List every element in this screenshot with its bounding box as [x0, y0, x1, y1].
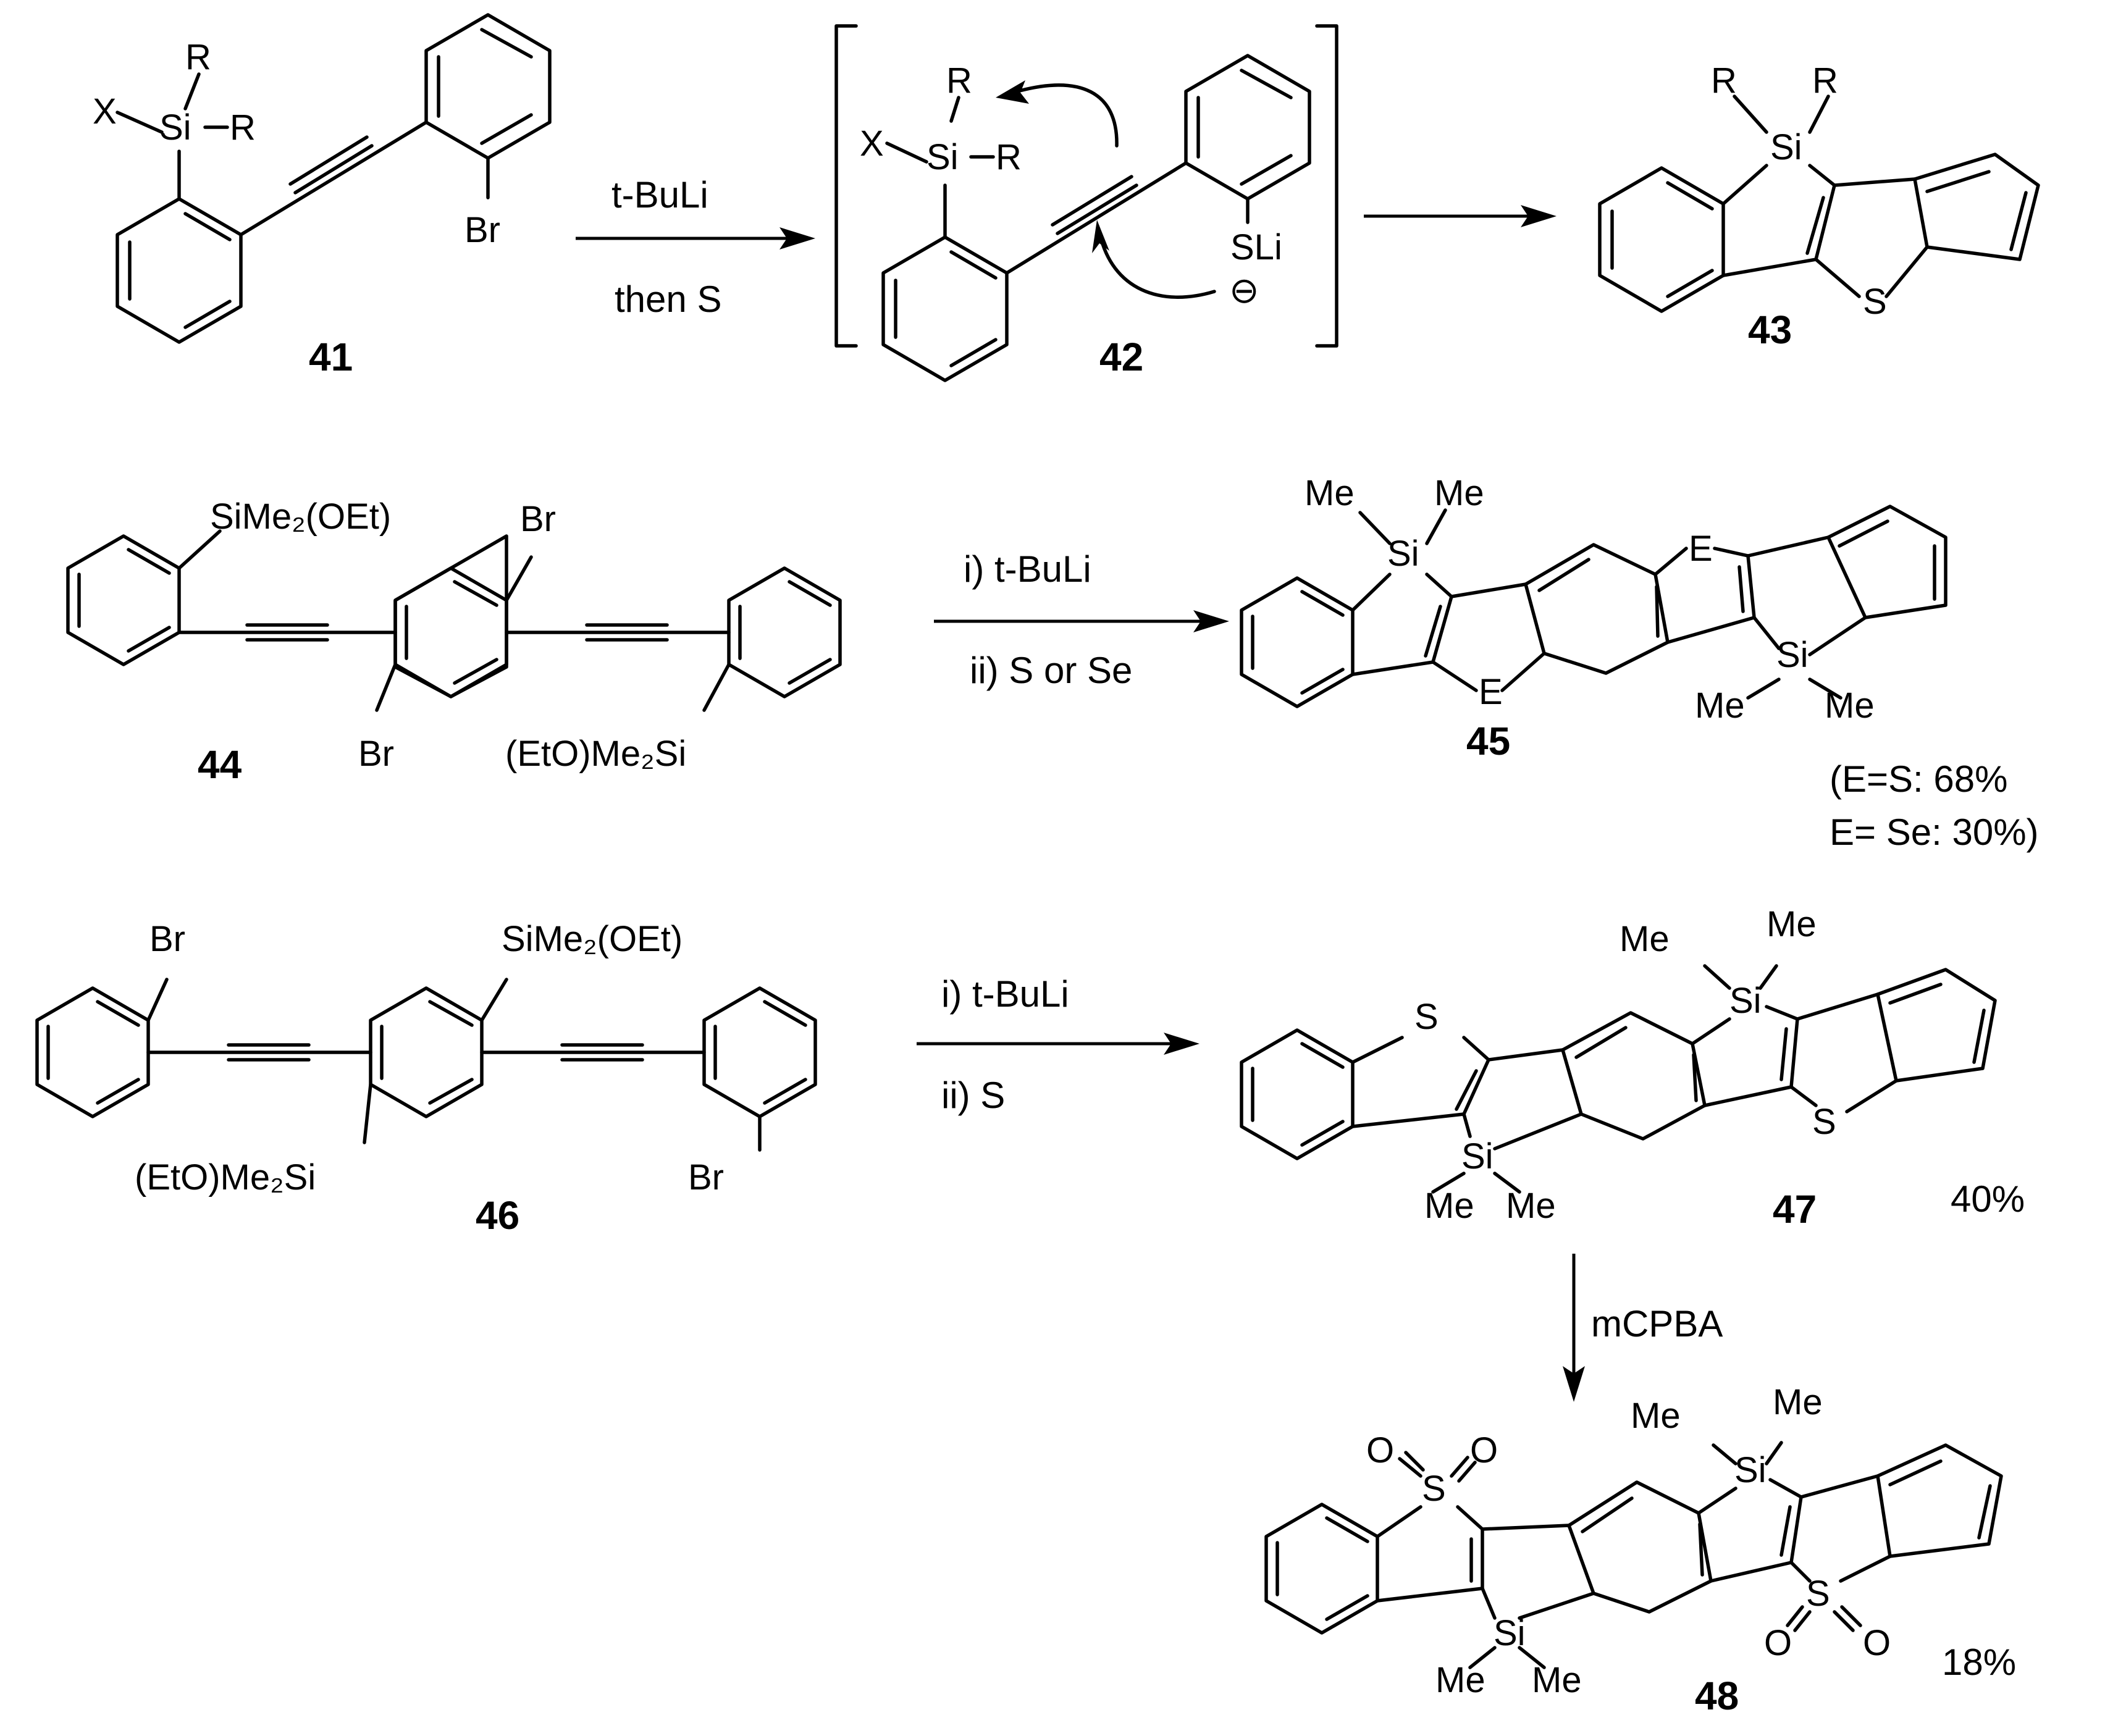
atom-r: R: [1711, 61, 1737, 101]
reagent-label: ii) S: [941, 1075, 1005, 1116]
compound-label: 42: [1099, 335, 1143, 379]
atom-me: Me: [1631, 1396, 1681, 1436]
reagent-label: i) t-BuLi: [964, 548, 1091, 590]
atom-me: Me: [1434, 473, 1484, 513]
compound-43: Si R R S 43: [1598, 61, 2040, 352]
atom-si: Si: [1729, 981, 1762, 1021]
compound-46: Br SiMe₂(OEt) (EtO)Me₂Si Br 46: [35, 919, 817, 1238]
compound-label: 44: [198, 742, 242, 787]
compound-45: Si Me Me E E Si Me Me 45 (E=S: 68% E= Se…: [1240, 473, 2039, 853]
atom-br: Br: [520, 499, 556, 539]
reagent-label: mCPBA: [1591, 1303, 1723, 1344]
atom-si: Si: [926, 137, 959, 177]
atom-sli: SLi: [1230, 227, 1282, 267]
atom-si: Si: [1734, 1450, 1767, 1490]
atom-br: Br: [688, 1157, 724, 1197]
atom-r: R: [230, 107, 256, 148]
reaction-arrow-5: mCPBA: [1563, 1254, 1723, 1402]
yield-label: (E=S: 68%: [1830, 758, 2008, 800]
reaction-arrow-3: i) t-BuLi ii) S or Se: [934, 548, 1229, 691]
etome2si-group: (EtO)Me₂Si: [505, 734, 686, 774]
atom-me: Me: [1767, 904, 1817, 944]
reaction-arrow-1: t-BuLi then S: [576, 174, 815, 320]
compound-48: S O O Si Me Me Si Me Me S O O 48 18%: [1264, 1382, 2016, 1718]
atom-me: Me: [1825, 686, 1875, 726]
atom-o: O: [1863, 1623, 1891, 1663]
atom-br: Br: [149, 919, 185, 959]
sime2oet-group: SiMe₂(OEt): [210, 497, 391, 537]
compound-label: 45: [1466, 719, 1510, 763]
compound-label: 46: [476, 1193, 519, 1238]
atom-o: O: [1366, 1430, 1394, 1470]
atom-o: O: [1764, 1623, 1792, 1663]
atom-br: Br: [358, 734, 394, 774]
atom-si: Si: [1494, 1613, 1526, 1653]
sime2oet-group: SiMe₂(OEt): [502, 919, 683, 959]
atom-s: S: [1414, 997, 1439, 1037]
atom-e: E: [1479, 672, 1503, 712]
atom-o: O: [1470, 1430, 1498, 1470]
yield-label: 40%: [1951, 1178, 2025, 1220]
atom-r: R: [185, 37, 211, 77]
intermediate-42: Si X R R SLi ⊖ 42: [834, 24, 1338, 382]
atom-si: Si: [1461, 1136, 1494, 1176]
atom-me: Me: [1305, 473, 1355, 513]
compound-44: SiMe₂(OEt) Br Br (EtO)Me₂Si 44: [66, 497, 842, 787]
compound-label: 43: [1748, 308, 1792, 352]
reaction-arrow-2: [1364, 205, 1557, 227]
atom-s: S: [1422, 1469, 1446, 1509]
atom-me: Me: [1506, 1186, 1556, 1226]
atom-me: Me: [1620, 919, 1670, 959]
atom-r: R: [946, 61, 972, 101]
negative-charge-icon: ⊖: [1229, 270, 1259, 311]
atom-e: E: [1689, 529, 1713, 569]
atom-x: X: [93, 91, 117, 132]
reagent-label: i) t-BuLi: [941, 973, 1069, 1015]
atom-si: Si: [1387, 534, 1419, 574]
atom-s: S: [1863, 282, 1887, 322]
atom-s: S: [1806, 1574, 1830, 1614]
yield-label: E= Se: 30%): [1830, 811, 2039, 853]
atom-br: Br: [464, 210, 500, 250]
reagent-label: then S: [615, 279, 721, 320]
reaction-arrow-4: i) t-BuLi ii) S: [917, 973, 1200, 1116]
atom-me: Me: [1773, 1382, 1823, 1422]
reagent-label: t-BuLi: [611, 174, 708, 216]
atom-me: Me: [1532, 1660, 1582, 1700]
atom-me: Me: [1435, 1660, 1485, 1700]
atom-me: Me: [1695, 686, 1745, 726]
atom-si: Si: [1776, 635, 1809, 675]
atom-si: Si: [1770, 127, 1802, 167]
atom-x: X: [860, 124, 884, 164]
reagent-label: ii) S or Se: [970, 650, 1132, 691]
compound-label: 48: [1695, 1674, 1739, 1718]
atom-s: S: [1812, 1102, 1836, 1142]
atom-me: Me: [1424, 1186, 1474, 1226]
compound-47: S Si Me Me Si Me Me S 47 40%: [1240, 904, 2025, 1231]
atom-r: R: [996, 137, 1022, 177]
etome2si-group: (EtO)Me₂Si: [135, 1157, 316, 1197]
compound-label: 47: [1773, 1187, 1817, 1231]
atom-si: Si: [159, 107, 191, 148]
compound-label: 41: [309, 335, 353, 379]
yield-label: 18%: [1942, 1642, 2016, 1683]
compound-41: Si X R R Br 41: [93, 13, 552, 379]
atom-r: R: [1812, 61, 1838, 101]
